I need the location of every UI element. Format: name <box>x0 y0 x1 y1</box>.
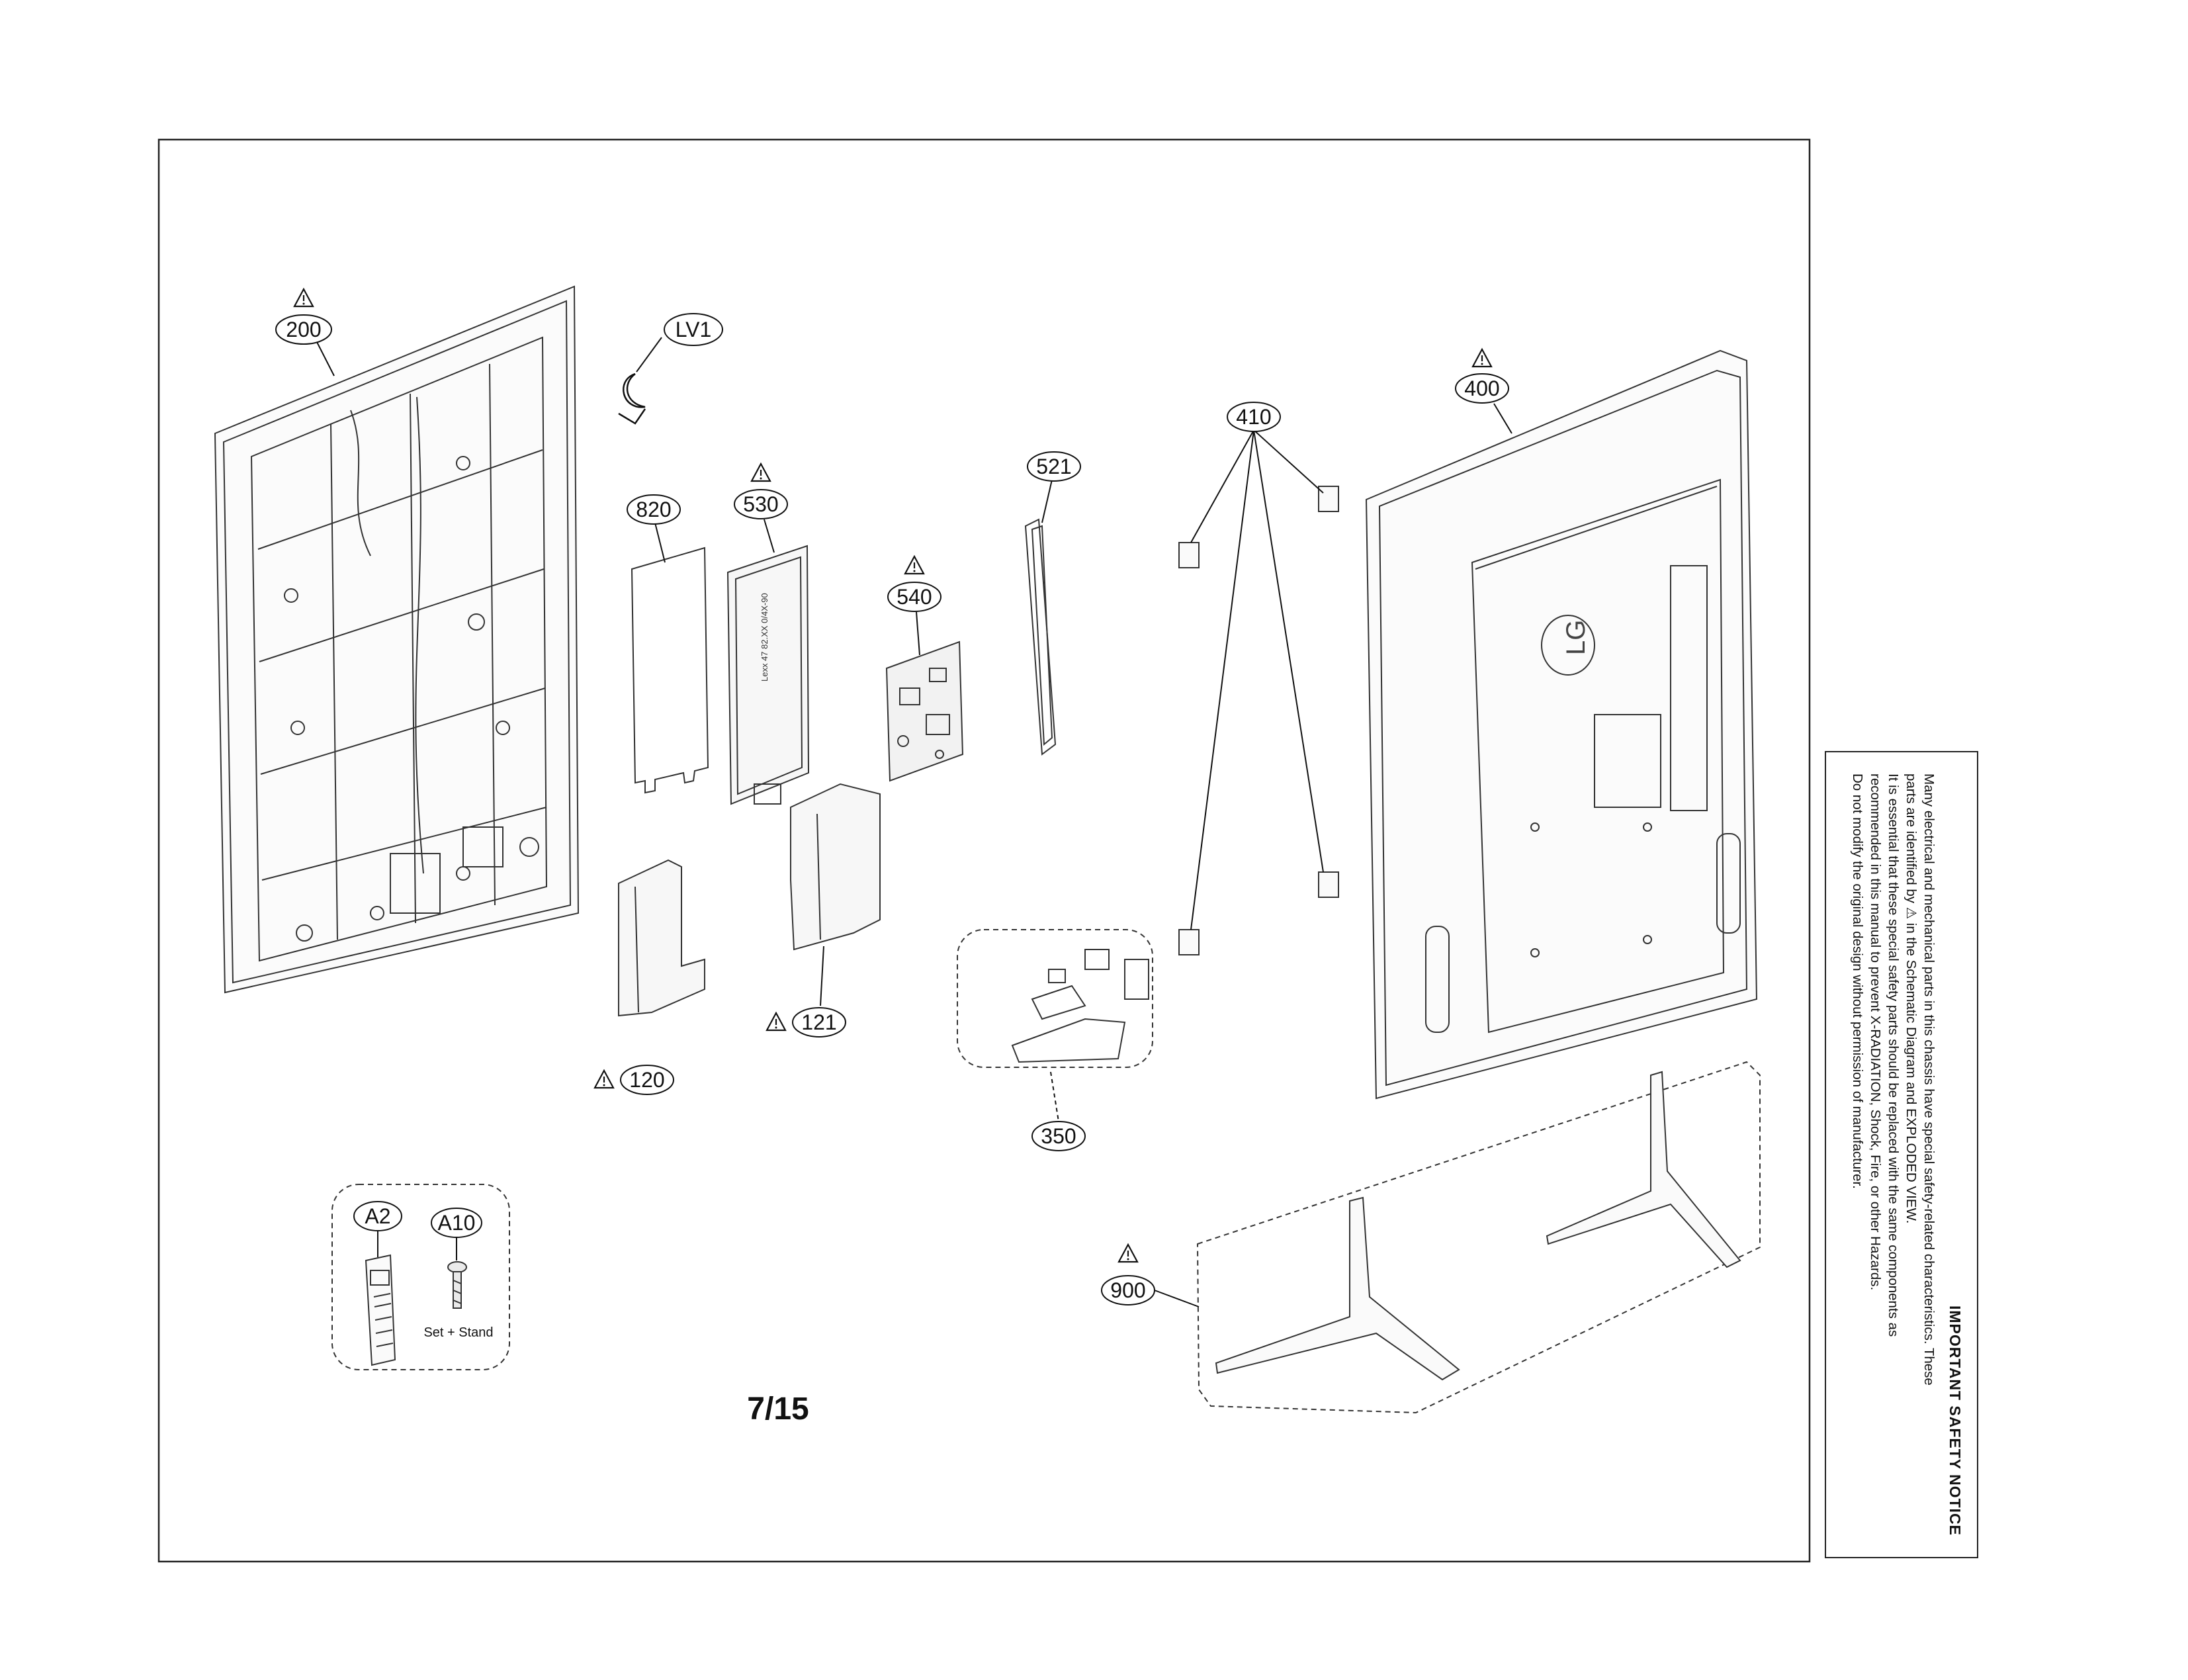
warning-121-icon <box>766 1012 787 1032</box>
warning-900-icon <box>1117 1243 1139 1263</box>
leader-400 <box>1493 403 1512 434</box>
speaker-120 <box>618 859 705 1017</box>
leader-350 <box>1050 1071 1059 1122</box>
svg-text:530: 530 <box>743 492 778 516</box>
main-board-540 <box>885 641 964 782</box>
svg-text:200: 200 <box>286 318 321 341</box>
leaders-410 <box>1190 429 1324 930</box>
safety-notice-box: IMPORTANT SAFETY NOTICE Many electrical … <box>1825 751 1978 1558</box>
leader-200 <box>316 340 335 376</box>
page-number: 7/15 <box>747 1392 809 1427</box>
leader-521 <box>1041 479 1053 523</box>
svg-text:120: 120 <box>629 1068 664 1092</box>
leader-lv1 <box>636 337 662 373</box>
safety-notice-line: Do not modify the original design withou… <box>1850 774 1865 1189</box>
svg-text:121: 121 <box>801 1010 836 1034</box>
power-board-530: Lexx 47 82.XX 0/4X-90 <box>726 545 810 805</box>
speaker-121 <box>790 783 881 951</box>
safety-notice-line: parts are identified by ⚠ in the Schemat… <box>1904 774 1919 1224</box>
accessories-outline <box>331 1184 510 1370</box>
callout-lv1: LV1 <box>664 313 723 346</box>
back-cover-400: LG <box>1365 349 1758 1100</box>
safety-notice-title: IMPORTANT SAFETY NOTICE <box>1946 774 1964 1536</box>
svg-text:Lexx 47 82.XX 0/4X-90: Lexx 47 82.XX 0/4X-90 <box>760 593 769 682</box>
remote-control-icon <box>365 1254 396 1366</box>
group-350-outline <box>957 929 1153 1068</box>
svg-text:540: 540 <box>897 585 932 609</box>
svg-text:900: 900 <box>1110 1278 1145 1302</box>
warning-120-icon <box>593 1069 615 1089</box>
ir-board-521 <box>1024 518 1057 756</box>
svg-text:400: 400 <box>1464 376 1499 400</box>
svg-text:LV1: LV1 <box>676 318 712 341</box>
bracket-parts-350 <box>1011 949 1149 1063</box>
callout-820: 820 <box>627 494 681 525</box>
safety-notice-line: recommended in this manual to prevent X-… <box>1868 774 1883 1291</box>
group-900-outline <box>1197 1061 1761 1413</box>
callout-350: 350 <box>1031 1121 1086 1151</box>
callout-a2: A2 <box>353 1201 402 1231</box>
stand-legs-900 <box>1215 1071 1741 1381</box>
svg-text:521: 521 <box>1036 455 1071 478</box>
callout-121: 121 <box>792 1007 846 1038</box>
drawing-frame <box>157 138 1811 1563</box>
lcd-module-200 <box>214 285 580 994</box>
warning-540-icon <box>904 555 925 575</box>
callout-530: 530 <box>734 489 788 519</box>
callout-400: 400 <box>1455 373 1509 404</box>
leader-530 <box>764 519 775 553</box>
callout-900: 900 <box>1101 1275 1155 1305</box>
warning-200-icon <box>293 288 314 308</box>
leader-121 <box>820 946 824 1006</box>
callout-410: 410 <box>1227 402 1281 432</box>
warning-530-icon <box>750 463 771 482</box>
leader-820 <box>654 522 666 563</box>
callout-120: 120 <box>620 1065 674 1095</box>
callout-521: 521 <box>1027 451 1081 482</box>
screw-icon <box>447 1261 467 1309</box>
svg-text:A2: A2 <box>365 1204 390 1228</box>
set-stand-label: Set + Stand <box>423 1325 493 1340</box>
callout-a10: A10 <box>431 1208 482 1238</box>
svg-text:A10: A10 <box>438 1211 476 1235</box>
safety-notice-line: It is essential that these special safet… <box>1886 774 1901 1337</box>
svg-text:820: 820 <box>636 498 671 521</box>
svg-text:350: 350 <box>1041 1124 1076 1148</box>
svg-text:410: 410 <box>1236 405 1271 429</box>
safety-notice-line: Many electrical and mechanical parts in … <box>1921 774 1937 1386</box>
leader-540 <box>916 611 920 656</box>
clips-410 <box>1178 486 1339 955</box>
sheet-820 <box>631 547 709 794</box>
warning-400-icon <box>1471 348 1493 368</box>
leader-900 <box>1154 1290 1200 1307</box>
lv1-rotation-arrow-icon <box>618 373 646 425</box>
callout-200: 200 <box>275 314 332 345</box>
svg-text:LG: LG <box>1561 620 1591 655</box>
callout-540: 540 <box>887 582 941 612</box>
